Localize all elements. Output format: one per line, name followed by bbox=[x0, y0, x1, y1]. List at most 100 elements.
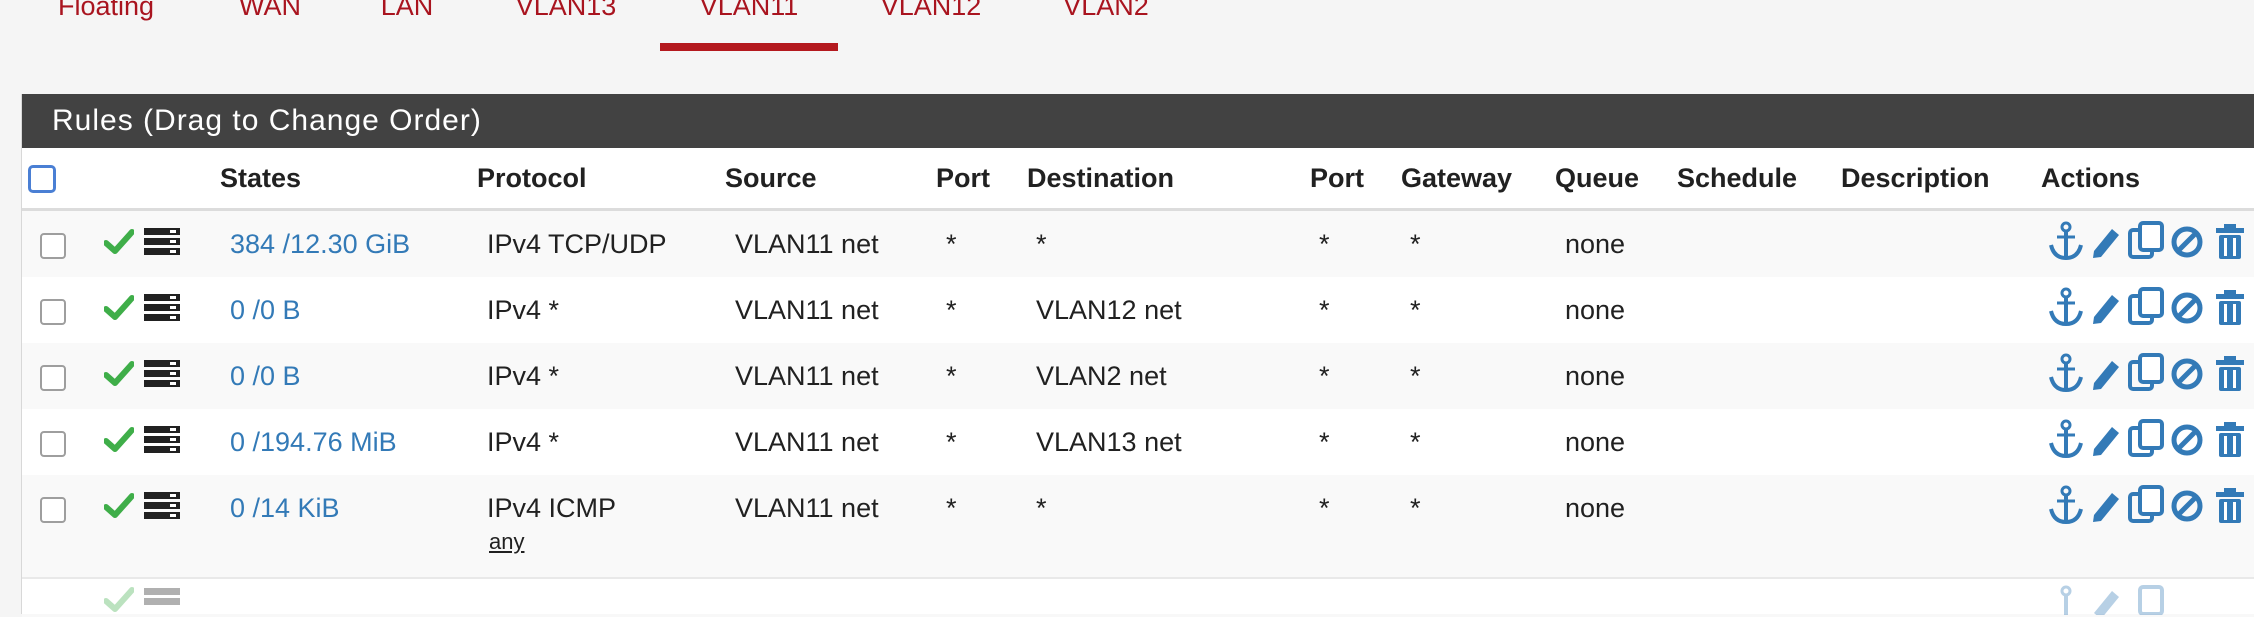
states-link[interactable]: 0 /14 KiB bbox=[230, 493, 340, 523]
tab-wan[interactable]: WAN bbox=[239, 0, 301, 21]
column-header-schedule: Schedule bbox=[1677, 163, 1798, 193]
column-header-queue: Queue bbox=[1555, 163, 1640, 193]
states-list-icon[interactable] bbox=[144, 227, 180, 257]
column-header-source-port: Port bbox=[936, 163, 990, 193]
anchor-icon[interactable] bbox=[2048, 287, 2084, 327]
copy-icon[interactable] bbox=[2128, 353, 2166, 393]
disable-icon[interactable] bbox=[2170, 357, 2204, 391]
table-row[interactable] bbox=[22, 577, 2254, 617]
pencil-icon[interactable] bbox=[2090, 355, 2122, 391]
protocol-cell: IPv4 ICMP bbox=[487, 493, 617, 523]
select-all-checkbox[interactable] bbox=[28, 165, 56, 193]
table-row[interactable]: 0 /14 KiB IPv4 ICMP any VLAN11 net * * *… bbox=[22, 475, 2254, 579]
tab-vlan13[interactable]: VLAN13 bbox=[515, 0, 617, 21]
destination-cell: VLAN12 net bbox=[1036, 295, 1182, 325]
copy-icon[interactable] bbox=[2128, 287, 2166, 327]
column-header-protocol: Protocol bbox=[477, 163, 587, 193]
states-link[interactable]: 0 /0 B bbox=[230, 361, 301, 391]
queue-cell: none bbox=[1565, 229, 1626, 259]
gateway-cell: * bbox=[1410, 427, 1421, 457]
check-icon bbox=[104, 295, 134, 320]
trash-icon[interactable] bbox=[2214, 223, 2246, 261]
destination-port-cell: * bbox=[1319, 427, 1330, 457]
source-cell: VLAN11 net bbox=[735, 427, 879, 457]
disable-icon[interactable] bbox=[2170, 423, 2204, 457]
trash-icon[interactable] bbox=[2214, 487, 2246, 525]
states-list-icon[interactable] bbox=[144, 359, 180, 389]
table-row[interactable]: 0 /0 B IPv4 * VLAN11 net * VLAN2 net * *… bbox=[22, 343, 2254, 411]
tab-lan[interactable]: LAN bbox=[380, 0, 434, 21]
source-port-cell: * bbox=[946, 427, 957, 457]
disable-icon[interactable] bbox=[2170, 489, 2204, 523]
anchor-icon[interactable] bbox=[2048, 221, 2084, 261]
table-row[interactable]: 0 /0 B IPv4 * VLAN11 net * VLAN12 net * … bbox=[22, 277, 2254, 345]
anchor-icon[interactable] bbox=[2048, 485, 2084, 525]
active-tab-indicator bbox=[660, 43, 838, 51]
pencil-icon[interactable] bbox=[2090, 585, 2122, 615]
trash-icon[interactable] bbox=[2214, 421, 2246, 459]
pencil-icon[interactable] bbox=[2090, 223, 2122, 259]
check-icon bbox=[104, 587, 134, 612]
copy-icon[interactable] bbox=[2128, 221, 2166, 261]
copy-icon[interactable] bbox=[2128, 585, 2166, 615]
anchor-icon[interactable] bbox=[2048, 585, 2084, 615]
protocol-cell: IPv4 * bbox=[487, 295, 560, 325]
states-link[interactable]: 384 /12.30 GiB bbox=[230, 229, 411, 259]
table-header: States Protocol Source Port Destination … bbox=[22, 148, 2254, 211]
source-cell: VLAN11 net bbox=[735, 229, 879, 259]
pencil-icon[interactable] bbox=[2090, 421, 2122, 457]
tab-vlan11[interactable]: VLAN11 bbox=[699, 0, 799, 21]
destination-port-cell: * bbox=[1319, 229, 1330, 259]
states-list-icon[interactable] bbox=[144, 293, 180, 323]
column-header-actions: Actions bbox=[2041, 163, 2141, 193]
gateway-cell: * bbox=[1410, 361, 1421, 391]
row-select-checkbox[interactable] bbox=[40, 497, 66, 523]
destination-cell: * bbox=[1036, 229, 1047, 259]
copy-icon[interactable] bbox=[2128, 419, 2166, 459]
trash-icon[interactable] bbox=[2214, 289, 2246, 327]
copy-icon[interactable] bbox=[2128, 485, 2166, 525]
tab-vlan2[interactable]: VLAN2 bbox=[1063, 0, 1149, 21]
states-list-icon[interactable] bbox=[144, 587, 180, 617]
tab-vlan12[interactable]: VLAN12 bbox=[880, 0, 982, 21]
disable-icon[interactable] bbox=[2170, 225, 2204, 259]
states-list-icon[interactable] bbox=[144, 491, 180, 521]
states-link[interactable]: 0 /194.76 MiB bbox=[230, 427, 397, 457]
protocol-cell: IPv4 TCP/UDP bbox=[487, 229, 667, 259]
source-port-cell: * bbox=[946, 361, 957, 391]
column-header-gateway: Gateway bbox=[1401, 163, 1513, 193]
source-cell: VLAN11 net bbox=[735, 361, 879, 391]
row-select-checkbox[interactable] bbox=[40, 299, 66, 325]
destination-port-cell: * bbox=[1319, 295, 1330, 325]
check-icon bbox=[104, 361, 134, 386]
gateway-cell: * bbox=[1410, 295, 1421, 325]
protocol-cell: IPv4 * bbox=[487, 361, 560, 391]
row-select-checkbox[interactable] bbox=[40, 431, 66, 457]
tab-floating[interactable]: Floating bbox=[57, 0, 155, 21]
interface-tabs: Floating WAN LAN VLAN13 VLAN11 VLAN12 VL… bbox=[0, 0, 2254, 60]
states-link[interactable]: 0 /0 B bbox=[230, 295, 301, 325]
trash-icon[interactable] bbox=[2214, 355, 2246, 393]
pencil-icon[interactable] bbox=[2090, 487, 2122, 523]
anchor-icon[interactable] bbox=[2048, 353, 2084, 393]
queue-cell: none bbox=[1565, 427, 1626, 457]
panel-title: Rules (Drag to Change Order) bbox=[52, 104, 482, 137]
rules-panel: Rules (Drag to Change Order) States Prot… bbox=[21, 94, 2254, 617]
disable-icon[interactable] bbox=[2170, 291, 2204, 325]
states-list-icon[interactable] bbox=[144, 425, 180, 455]
column-header-source: Source bbox=[725, 163, 817, 193]
check-icon bbox=[104, 229, 134, 254]
queue-cell: none bbox=[1565, 361, 1626, 391]
column-header-destination-port: Port bbox=[1310, 163, 1364, 193]
table-row[interactable]: 0 /194.76 MiB IPv4 * VLAN11 net * VLAN13… bbox=[22, 409, 2254, 477]
anchor-icon[interactable] bbox=[2048, 419, 2084, 459]
protocol-cell: IPv4 * bbox=[487, 427, 560, 457]
source-port-cell: * bbox=[946, 295, 957, 325]
pencil-icon[interactable] bbox=[2090, 289, 2122, 325]
row-select-checkbox[interactable] bbox=[40, 365, 66, 391]
gateway-cell: * bbox=[1410, 493, 1421, 523]
table-row[interactable]: 384 /12.30 GiB IPv4 TCP/UDP VLAN11 net *… bbox=[22, 211, 2254, 279]
row-select-checkbox[interactable] bbox=[40, 233, 66, 259]
column-header-description: Description bbox=[1841, 163, 1990, 193]
column-header-states: States bbox=[220, 163, 302, 193]
